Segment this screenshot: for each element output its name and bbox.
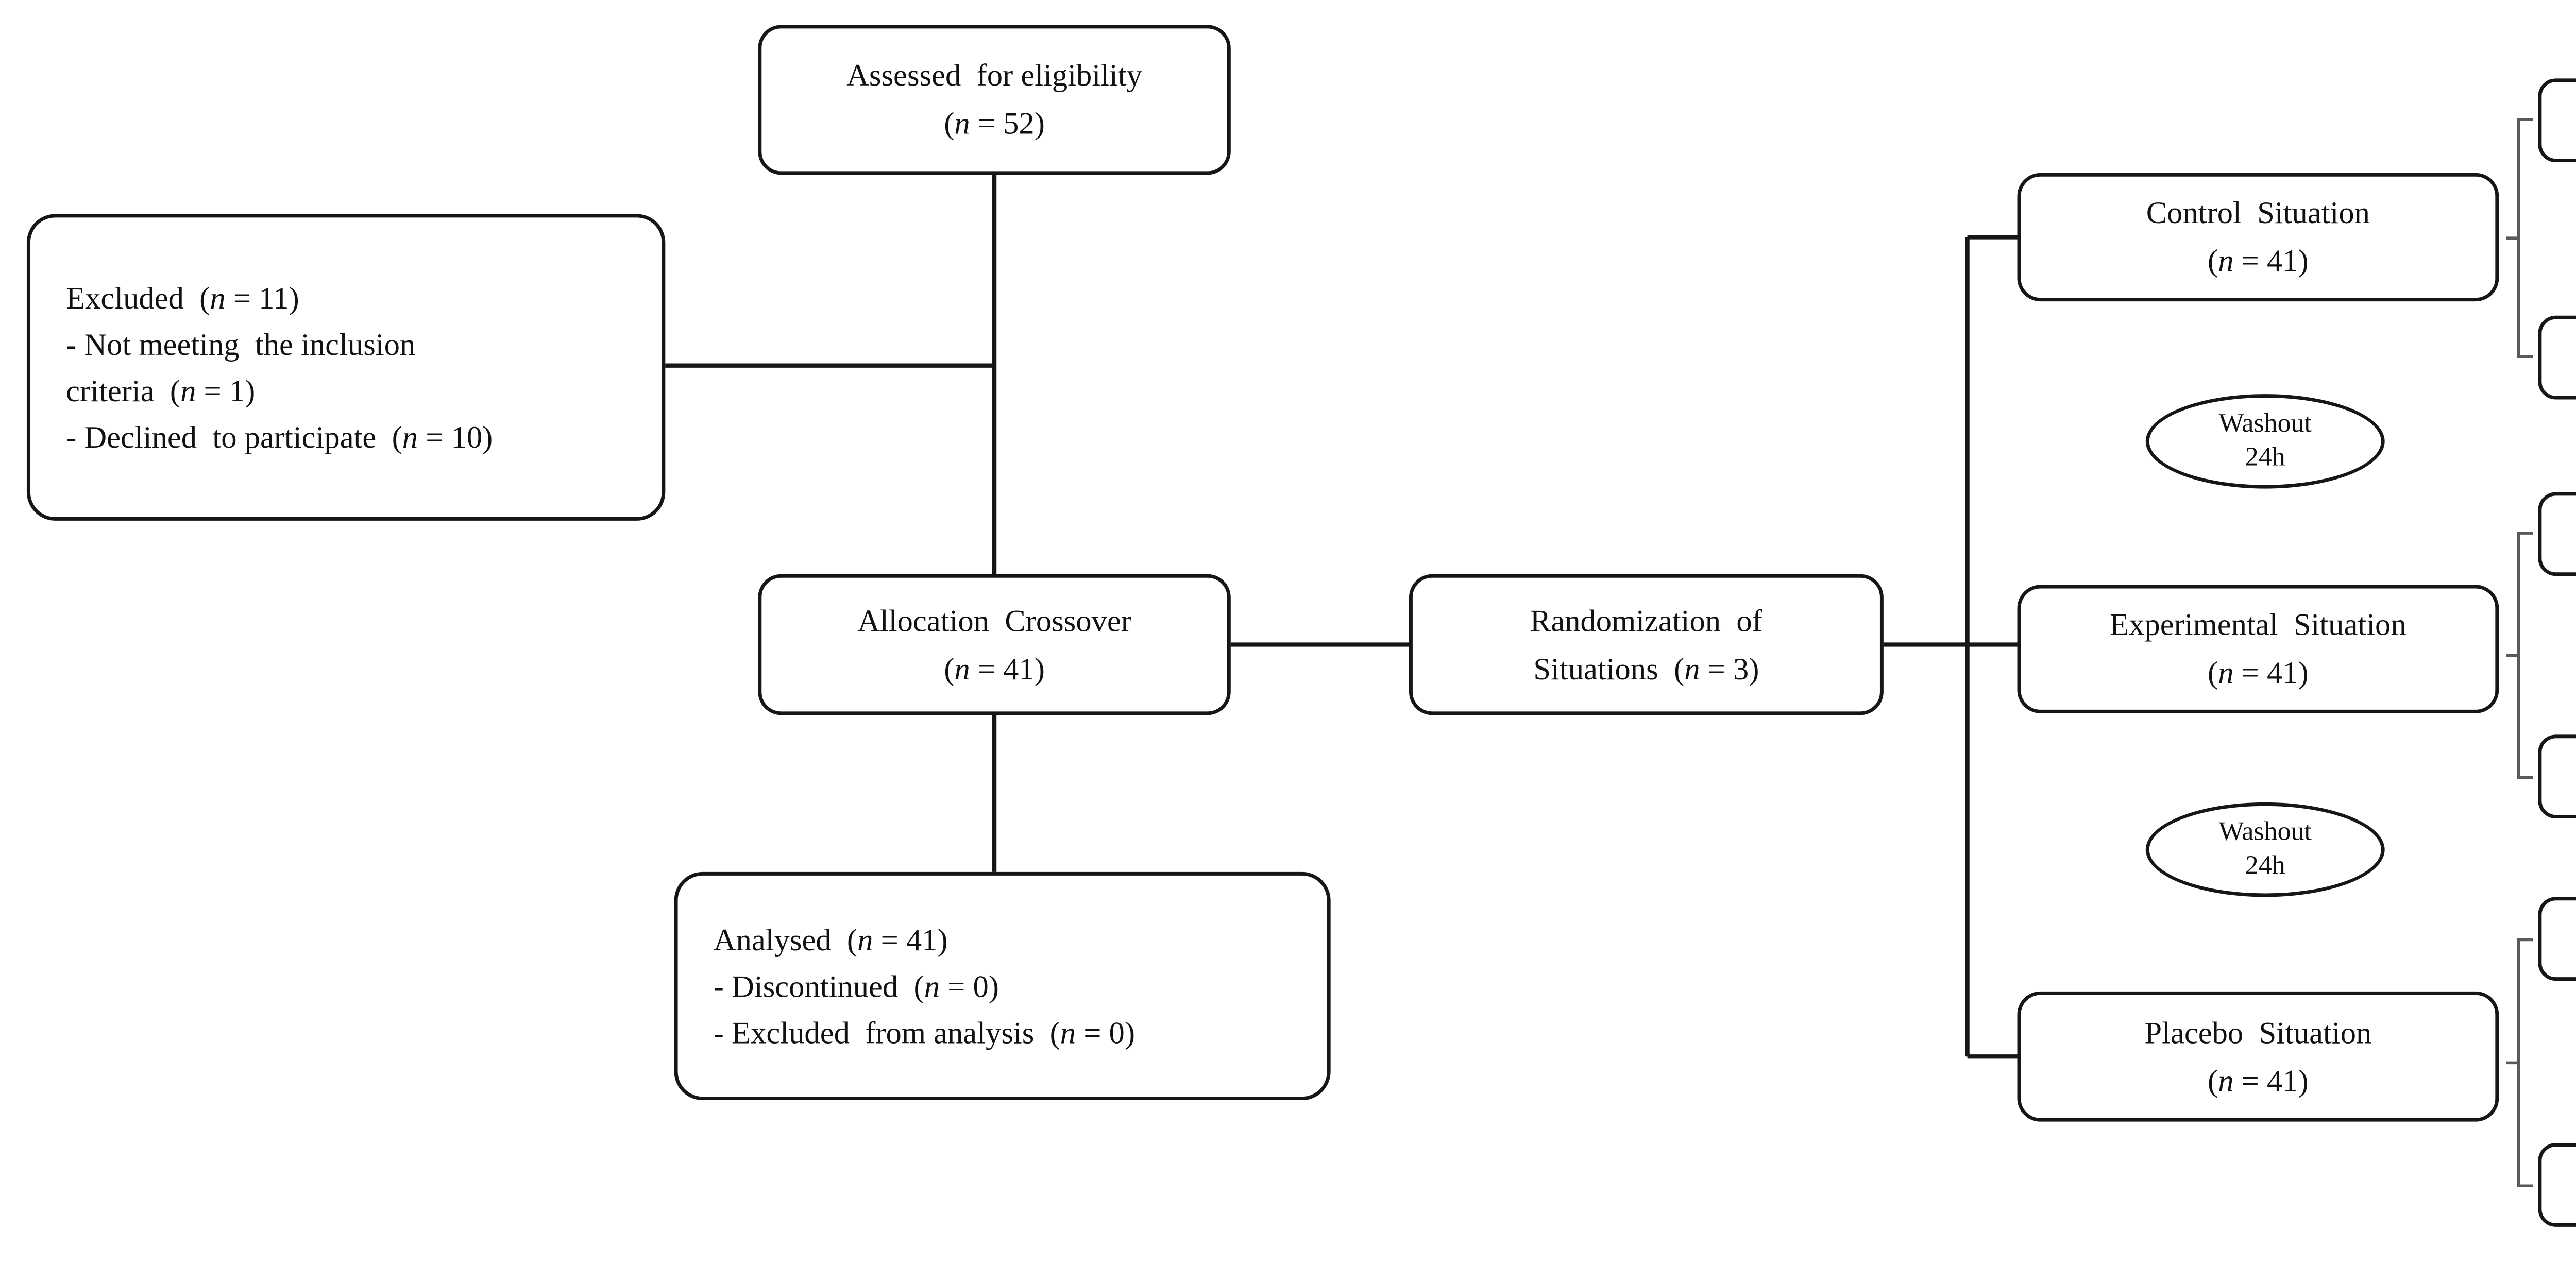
experimental-situation-box: Experimental Situation (n = 41) (2017, 585, 2499, 713)
excluded-line2: - Not meeting the inclusion (66, 326, 416, 362)
experimental-situation-line1: Experimental Situation (2110, 606, 2406, 642)
excluded-box: Excluded (n = 11) - Not meeting the incl… (26, 214, 666, 521)
experimental-situation-line2: (n = 41) (2208, 654, 2309, 690)
pretest-box-placebo: Pre-test (2538, 897, 2576, 981)
washout1-line2: 24h (2245, 443, 2285, 472)
placebo-situation-line1: Placebo Situation (2144, 1014, 2372, 1050)
washout1-line1: Washout (2218, 409, 2312, 438)
analysed-line1: Analysed (n = 41) (713, 921, 948, 958)
excluded-line3: criteria (n = 1) (66, 372, 256, 408)
assessed-box: Assessed for eligibility (n = 52) (758, 25, 1231, 175)
washout-ellipse-1: Washout 24h (2145, 394, 2385, 489)
washout2-line2: 24h (2245, 851, 2285, 880)
washout2-line1: Washout (2218, 817, 2312, 846)
randomization-line2: Situations (n = 3) (1533, 649, 1759, 686)
placebo-situation-line2: (n = 41) (2208, 1062, 2309, 1098)
control-situation-line2: (n = 41) (2208, 242, 2309, 279)
timeline-brackets (2506, 118, 2533, 1187)
control-situation-box: Control Situation (n = 41) (2017, 173, 2499, 302)
followup-box-placebo: Follow-up (2538, 1143, 2576, 1227)
allocation-line1: Allocation Crossover (857, 602, 1131, 638)
assessed-line2: (n = 52) (944, 105, 1045, 141)
control-situation-line1: Control Situation (2146, 194, 2370, 230)
excluded-line4: - Declined to participate (n = 10) (66, 419, 493, 455)
followup-box-control: Follow-up (2538, 315, 2576, 400)
analysed-line2: - Discontinued (n = 0) (713, 968, 999, 1004)
followup-box-experimental: Follow-up (2538, 734, 2576, 819)
randomization-line1: Randomization of (1530, 602, 1762, 638)
randomization-box: Randomization of Situations (n = 3) (1409, 574, 1884, 715)
washout-ellipse-2: Washout 24h (2145, 802, 2385, 897)
assessed-line1: Assessed for eligibility (846, 57, 1142, 93)
analysed-line3: - Excluded from analysis (n = 0) (713, 1014, 1136, 1051)
pretest-box-experimental: Pre-test (2538, 492, 2576, 576)
allocation-box: Allocation Crossover (n = 41) (758, 574, 1231, 715)
pretest-box-control: Pre-test (2538, 78, 2576, 163)
flow-connectors (665, 173, 2018, 1059)
analysed-box: Analysed (n = 41) - Discontinued (n = 0)… (674, 871, 1331, 1101)
duration-label-placebo: 5 min (2520, 1029, 2576, 1075)
allocation-line2: (n = 41) (944, 649, 1045, 686)
duration-label-experimental: 5 min (2520, 622, 2576, 669)
placebo-situation-box: Placebo Situation (n = 41) (2017, 991, 2499, 1122)
duration-label-control: 5 min (2520, 214, 2576, 260)
excluded-line1: Excluded (n = 11) (66, 280, 299, 316)
